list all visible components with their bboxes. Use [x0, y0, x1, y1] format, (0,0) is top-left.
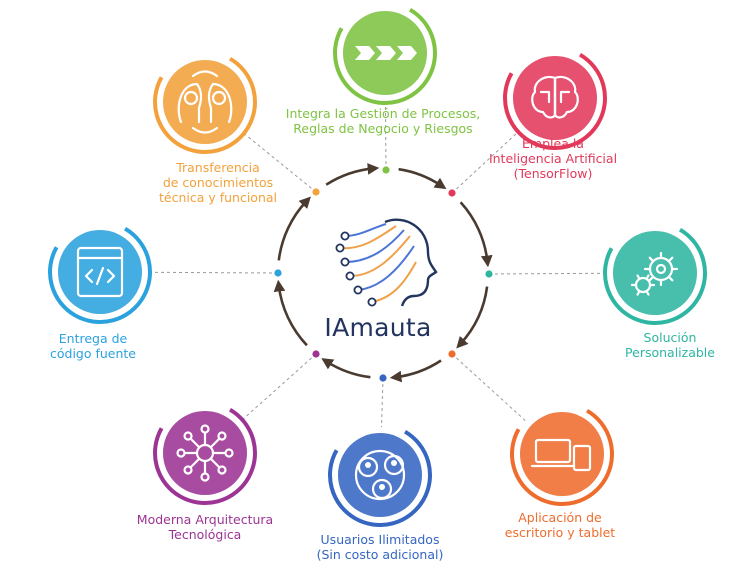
- feature-label-arquitectura: Moderna Arquitectura Tecnológica: [120, 512, 290, 542]
- label-line: Solución: [643, 330, 697, 345]
- ring-arrow-arc: [389, 359, 442, 383]
- users-network-icon: [328, 423, 432, 527]
- label-line: de conocimientos: [162, 175, 274, 190]
- laptop-tablet-icon: [510, 402, 614, 506]
- label-line: Aplicación de: [518, 510, 602, 525]
- central-ring: [273, 163, 493, 383]
- ring-dot-aplicacion: [448, 350, 456, 358]
- iamauta-logo: [335, 218, 438, 307]
- connector-codigo: [147, 271, 279, 274]
- ring-dot-integra: [382, 166, 390, 174]
- connector-usuarios: [381, 377, 384, 428]
- ring-arrow-arc: [325, 163, 380, 186]
- label-line: técnica y funcional: [158, 190, 278, 205]
- label-line: Tecnológica: [168, 527, 242, 542]
- ring-dot-transferencia: [312, 188, 320, 196]
- hub-network-icon: [153, 401, 257, 505]
- ring-arrow-arc: [459, 201, 493, 268]
- label-line: Moderna Arquitectura: [136, 512, 274, 527]
- code-window-icon: [47, 220, 152, 324]
- connector-solucion: [488, 272, 608, 275]
- ring-dot-solucion: [485, 270, 493, 278]
- ring-arrow-arc: [277, 196, 311, 261]
- ring-dot-arquitectura: [312, 350, 320, 358]
- ring-dot-usuarios: [379, 374, 387, 382]
- ring-dot-ia: [448, 189, 456, 197]
- label-line: Personalizable: [625, 345, 715, 360]
- label-line: Integra la Gestión de Procesos,: [285, 106, 481, 121]
- label-line: Usuarios Ilimitados: [320, 532, 440, 547]
- feature-label-usuarios: Usuarios Ilimitados (Sin costo adicional…: [295, 532, 465, 562]
- label-line: Reglas de Negocio y Riesgos: [293, 121, 473, 136]
- brand-name: IAmauta: [324, 313, 432, 342]
- feature-bubbles: [47, 0, 707, 527]
- knowledge-exchange-icon: [153, 49, 257, 154]
- label-line: (TensorFlow): [513, 166, 593, 181]
- feature-label-solucion: Solución Personalizable: [605, 330, 735, 360]
- label-line: Inteligencia Artificial: [488, 151, 618, 166]
- label-line: Entrega de: [58, 331, 128, 346]
- gears-icon: [603, 221, 707, 325]
- label-line: escritorio y tablet: [504, 525, 616, 540]
- arrow-chevrons-icon: [333, 0, 437, 105]
- ring-dots: [274, 166, 493, 382]
- ring-dot-codigo: [274, 269, 282, 277]
- label-line: código fuente: [49, 346, 136, 361]
- feature-label-ia: Emplea la Inteligencia Artificial (Tenso…: [478, 136, 628, 181]
- connector-aplicacion: [451, 353, 527, 423]
- label-line: Emplea la: [522, 136, 584, 151]
- ring-arrow-arc: [273, 279, 308, 347]
- ring-arrow-arc: [321, 358, 371, 379]
- feature-label-codigo: Entrega de código fuente: [28, 331, 158, 361]
- feature-label-integra: Integra la Gestión de Procesos, Reglas d…: [278, 106, 488, 136]
- feature-label-aplicacion: Aplicación de escritorio y tablet: [485, 510, 635, 540]
- brain-circuit-icon: [503, 46, 607, 151]
- label-line: Transferencia: [176, 160, 260, 175]
- label-line: (Sin costo adicional): [316, 547, 444, 562]
- feature-label-transferencia: Transferencia de conocimientos técnica y…: [138, 160, 298, 205]
- ring-arrow-arc: [456, 286, 489, 349]
- connector-transferencia: [241, 131, 317, 193]
- ring-arrow-arc: [398, 167, 447, 190]
- connector-lines: [147, 100, 608, 428]
- connector-arquitectura: [240, 353, 317, 422]
